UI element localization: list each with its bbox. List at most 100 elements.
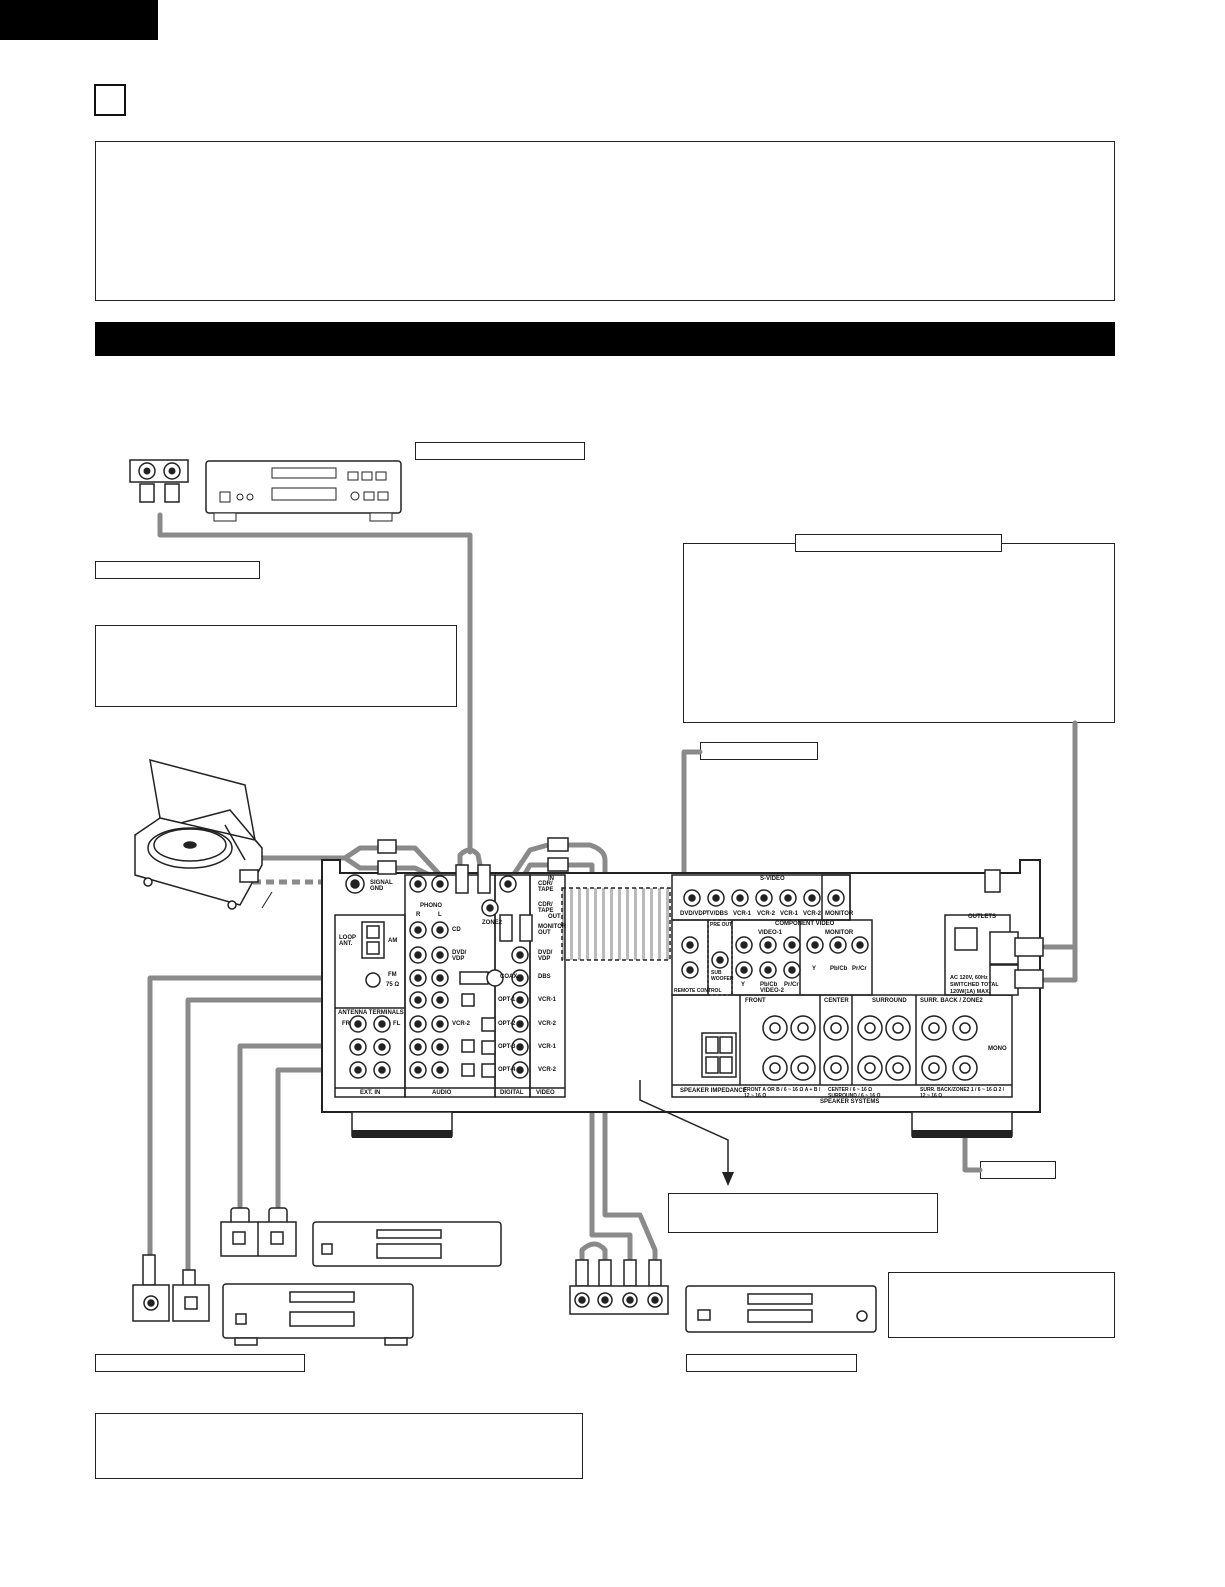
label-fr: FR [342, 1021, 350, 1027]
video-jacks [681, 889, 869, 979]
label-fm: FM [388, 972, 397, 978]
label-audio: AUDIO [432, 1090, 452, 1096]
label-phono: PHONO [420, 903, 443, 909]
cable-cd-loop [457, 847, 485, 878]
cable-tape-right-2 [565, 862, 633, 1271]
label-vcr2-left: VCR-2 [452, 1021, 471, 1027]
label-r: R [416, 912, 421, 918]
label-pr-cr-mon: Pr/Cr [852, 966, 867, 972]
label-component-video: COMPONENT VIDEO [775, 921, 835, 927]
label-pb-cb-mon: Pb/Cb [830, 966, 848, 972]
label-monitor-comp: MONITOR [825, 930, 854, 936]
label-vcr-1-out: VCR-1 [780, 911, 799, 917]
label-speaker-systems: SPEAKER SYSTEMS [820, 1099, 880, 1105]
label-video1: VIDEO-1 [758, 930, 783, 936]
label-fm-ohm: 75 Ω [386, 982, 400, 988]
ac-outlets [954, 869, 1044, 996]
label-surr-back: SURR. BACK / ZONE2 [920, 998, 983, 1004]
label-zone2: ZONE2 [482, 920, 503, 926]
label-vcr2: VCR-2 [538, 1021, 557, 1027]
cable-tape-top [507, 842, 551, 883]
label-surround: SURROUND [872, 998, 907, 1004]
cable-phono-out [392, 845, 443, 878]
cable-outlet-2 [1042, 944, 1078, 983]
label-mono: MONO [988, 1046, 1007, 1052]
tape-deck-label [686, 1354, 857, 1372]
label-monitor-out: MONITOR OUT [538, 924, 567, 936]
label-front-imp: FRONT A OR B / 6 ~ 16 Ω A + B / 12 ~ 16 … [744, 1087, 821, 1099]
label-cdr-tape: CDR/ TAPE [538, 881, 554, 893]
audio-jacks [345, 874, 529, 1079]
cable-outlet-1 [1042, 720, 1078, 950]
label-vcr-2-out: VCR-2 [803, 911, 822, 917]
label-am: AM [388, 938, 398, 944]
cable-tape-right [565, 842, 658, 1271]
label-s-video: S-VIDEO [760, 876, 785, 882]
label-l: L [438, 912, 442, 918]
label-coax: COAX. [500, 974, 520, 980]
intro-notes-box [95, 141, 1115, 301]
label-y: Y [741, 982, 746, 988]
label-opt1: OPT-1 [498, 997, 516, 1003]
tape-deck [569, 1259, 877, 1333]
label-fl: FL [393, 1021, 401, 1027]
label-video: VIDEO [536, 1090, 555, 1096]
cable-cd [157, 512, 473, 855]
outlets-label [795, 534, 1002, 552]
turntable [134, 758, 263, 910]
turntable-note-box [95, 625, 457, 707]
tape-deck-note-box [888, 1272, 1115, 1338]
label-vcr-2-s: VCR-2 [757, 911, 776, 917]
label-pr-cr: Pr/Cr [784, 982, 799, 988]
label-ac-info: AC 120V, 60Hz SWITCHED TOTAL 120W(1A) MA… [950, 975, 999, 995]
label-pb-cb: Pb/Cb [760, 982, 778, 988]
label-opt3: OPT-3 [498, 1044, 516, 1050]
digital-note-box [95, 1413, 583, 1479]
label-digital: DIGITAL [500, 1090, 524, 1096]
label-vcr1-audio: VCR-1 [538, 1044, 557, 1050]
label-ext-in: EXT. IN [360, 1090, 381, 1096]
label-center-imp: CENTER / 6 ~ 16 Ω SURROUND / 6 ~ 16 Ω [828, 1087, 881, 1099]
cd-player-label [415, 442, 585, 460]
label-out: OUT [548, 914, 561, 920]
speaker-arrow [639, 1080, 729, 1175]
cable-turntable-2 [247, 855, 383, 871]
label-outlets: OUTLETS [968, 914, 996, 920]
section-title-bar [95, 322, 1115, 356]
cd-player-top [129, 459, 402, 522]
outlets-note-box [683, 543, 1115, 723]
receiver-plugs [377, 837, 569, 1077]
label-y-mon: Y [812, 966, 817, 972]
label-opt4: OPT-4 [498, 1067, 516, 1073]
speaker-terminals [701, 1015, 978, 1081]
turntable-label [95, 561, 260, 579]
label-surrback-imp: SURR. BACK/ZONE2 1 / 6 ~ 16 Ω 2 / 12 ~ 1… [920, 1087, 1005, 1099]
label-dvd-vdp-video: DVD/ VDP [538, 950, 553, 962]
label-dvd-vdp-s: DVD/VDP [680, 911, 707, 917]
label-pre-out: PRE OUT [710, 922, 733, 928]
label-signal-gnd: SIGNAL GND [370, 880, 393, 892]
label-dvd-vdp: DVD/ VDP [452, 950, 467, 962]
label-in: IN [548, 876, 554, 882]
label-video2: VIDEO-2 [760, 988, 785, 994]
cd-player-bottom [132, 1254, 414, 1346]
label-sub-woofer: SUB WOOFER [711, 970, 734, 982]
digital-devices-label [95, 1354, 305, 1372]
label-loop-ant: LOOP ANT. [339, 935, 356, 947]
label-opt2: OPT-2 [498, 1021, 516, 1027]
speaker-note-box [668, 1193, 938, 1233]
video-panel [671, 874, 1013, 1098]
label-center: CENTER [824, 998, 849, 1004]
label-remote-control: REMOTE CONTROL [674, 988, 722, 994]
label-dbs: DBS [538, 974, 551, 980]
label-vcr-1-s: VCR-1 [733, 911, 752, 917]
label-antenna-terminals: ANTENNA TERMINALS [338, 1010, 404, 1016]
section-marker [94, 84, 126, 116]
label-vcr1: VCR-1 [538, 997, 557, 1003]
label-tv-dbs: TV/DBS [706, 911, 729, 917]
label-monitor-s: MONITOR [825, 911, 854, 917]
md-recorder [220, 1207, 502, 1267]
page-tab [0, 0, 158, 40]
label-cd: CD [452, 927, 461, 933]
